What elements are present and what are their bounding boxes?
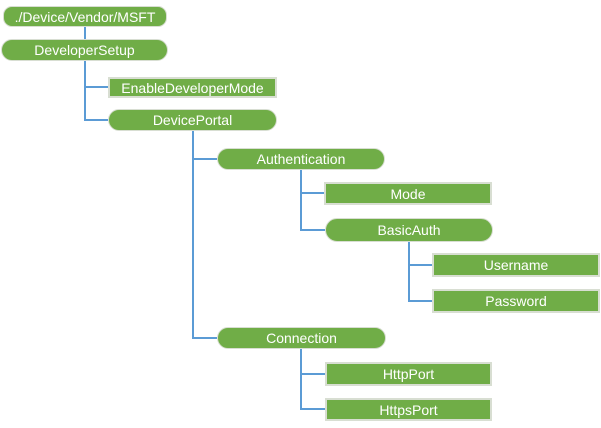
- node-device-portal: DevicePortal: [108, 109, 277, 131]
- node-password: Password: [432, 289, 600, 313]
- connector-root-to-developersetup: [84, 27, 86, 39]
- connector-branch-basicauth: [302, 229, 325, 231]
- connector-branch-httpport: [302, 373, 325, 375]
- node-username: Username: [432, 253, 600, 277]
- connector-branch-enabledevelopermode: [86, 86, 108, 88]
- node-root: ./Device/Vendor/MSFT: [3, 6, 167, 27]
- connector-branch-deviceportal: [86, 119, 108, 121]
- node-basic-auth: BasicAuth: [325, 218, 493, 242]
- node-https-port: HttpsPort: [325, 398, 492, 421]
- connector-branch-username: [410, 264, 432, 266]
- connector-connection-trunk: [300, 349, 302, 410]
- node-developer-setup: DeveloperSetup: [1, 39, 168, 61]
- node-enable-developer-mode: EnableDeveloperMode: [108, 77, 277, 98]
- connector-branch-httpsport: [302, 408, 325, 410]
- node-http-port: HttpPort: [325, 362, 492, 386]
- connector-branch-mode: [302, 192, 324, 194]
- connector-deviceportal-trunk: [192, 131, 194, 339]
- connector-branch-authentication: [194, 158, 217, 160]
- connector-developersetup-trunk: [84, 61, 86, 121]
- node-mode: Mode: [324, 182, 492, 205]
- connector-branch-password: [410, 300, 432, 302]
- node-connection: Connection: [217, 327, 386, 349]
- connector-basicauth-trunk: [408, 242, 410, 302]
- node-authentication: Authentication: [217, 148, 385, 170]
- connector-branch-connection: [194, 337, 217, 339]
- connector-authentication-trunk: [300, 170, 302, 231]
